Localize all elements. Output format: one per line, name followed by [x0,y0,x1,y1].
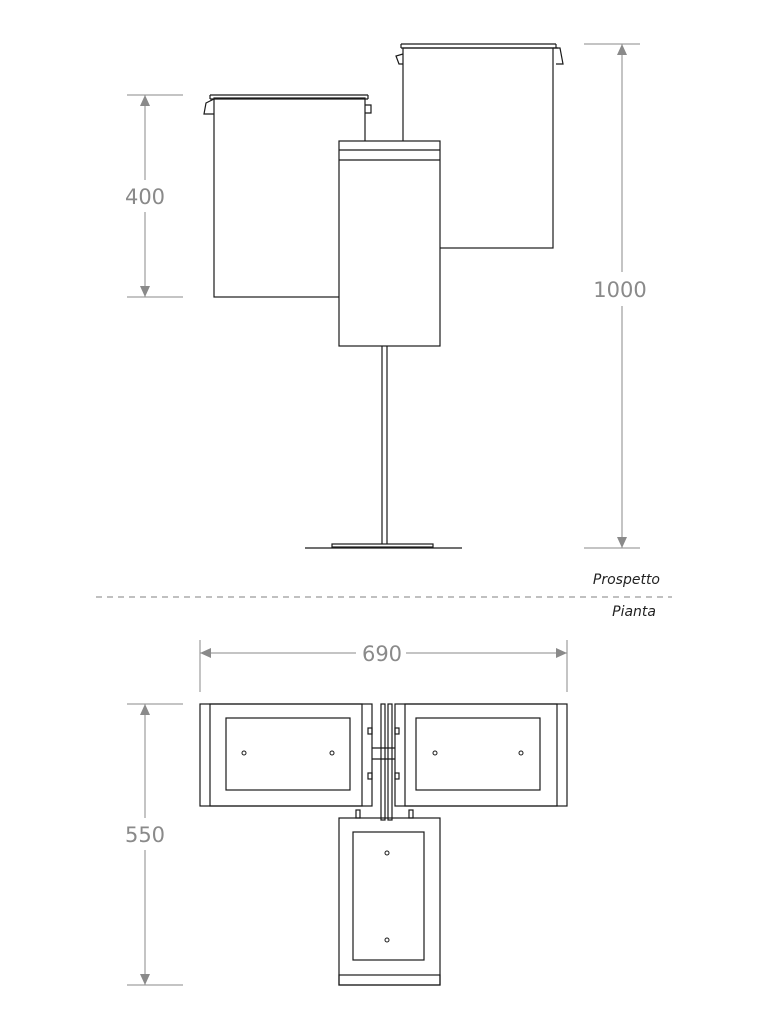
support-post [305,346,462,549]
dimension-label-bin-height: 400 [125,185,165,209]
dimension-bin-height: 400 [125,94,183,298]
plan-view-label: Pianta [612,604,656,620]
dimension-total-height: 1000 [584,43,647,549]
front-bin-elevation [338,140,441,347]
central-post-plan [355,703,414,821]
plan-view: 690 550 [125,640,568,986]
dimension-label-total-width: 690 [362,642,402,666]
front-bin-plan [338,817,441,986]
elevation-view: 400 1000 [125,43,647,549]
dimension-total-width: 690 [199,640,568,692]
left-bin-plan [199,703,373,807]
elevation-view-label: Prospetto [593,572,660,588]
dimension-label-total-height: 1000 [593,278,646,302]
dimension-label-total-depth: 550 [125,823,165,847]
dimension-total-depth: 550 [125,703,183,986]
right-bin-plan [394,703,568,807]
